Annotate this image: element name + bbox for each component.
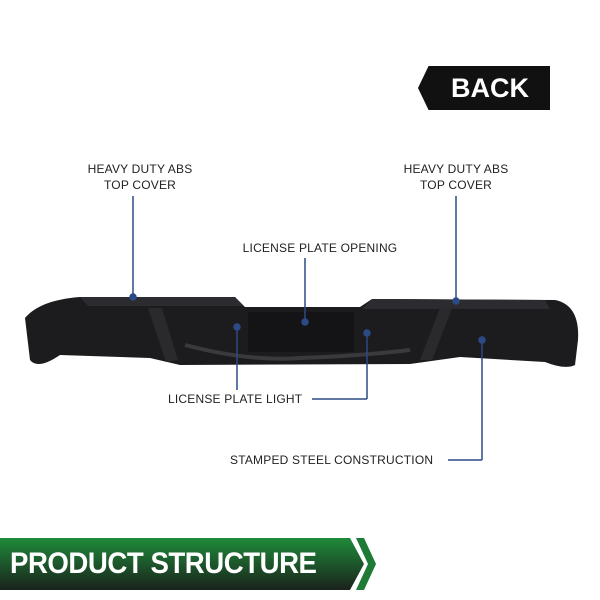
product-structure-banner: PRODUCT STRUCTURE <box>0 538 376 590</box>
callout-left-top-cover: HEAVY DUTY ABS TOP COVER <box>70 161 210 193</box>
back-badge: BACK <box>418 66 550 110</box>
callout-right-top-cover: HEAVY DUTY ABS TOP COVER <box>386 161 526 193</box>
callout-text: TOP COVER <box>103 178 177 192</box>
callout-text: HEAVY DUTY ABS <box>403 162 509 176</box>
banner-shape <box>0 538 376 590</box>
callout-plate-light: LICENSE PLATE LIGHT <box>168 392 303 406</box>
banner-title: PRODUCT STRUCTURE <box>10 547 317 580</box>
callout-text: HEAVY DUTY ABS <box>87 162 193 176</box>
callout-lines <box>129 196 486 461</box>
callout-stamped-steel: STAMPED STEEL CONSTRUCTION <box>230 453 434 467</box>
rear-bumper <box>25 297 579 367</box>
callout-plate-opening: LICENSE PLATE OPENING <box>242 241 398 255</box>
callout-text: TOP COVER <box>419 178 493 192</box>
